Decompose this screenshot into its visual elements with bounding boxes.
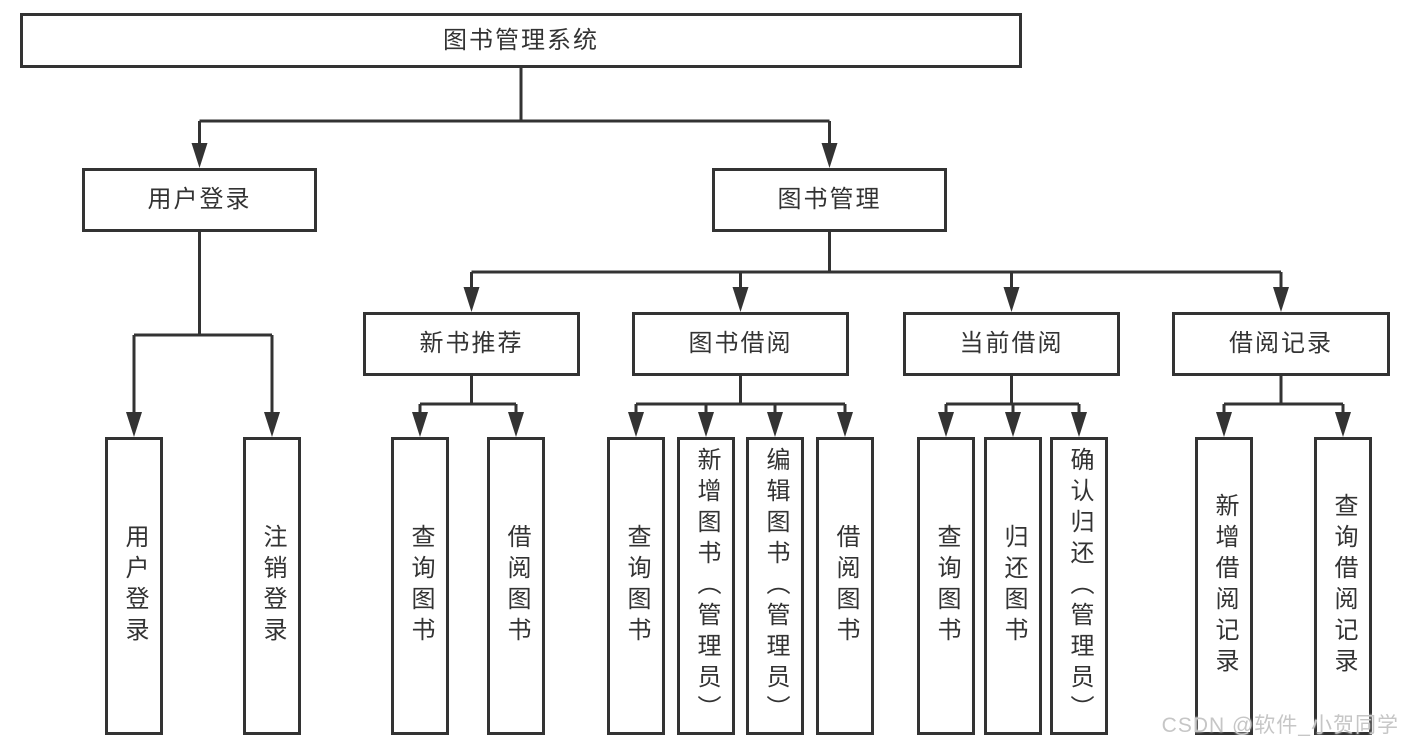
leaf-query-books-recommend: 查询图书	[391, 437, 449, 735]
leaf-label: 归还图书	[1000, 524, 1027, 648]
leaf-label: 借阅图书	[832, 524, 859, 648]
leaf-borrow-books-recommend: 借阅图书	[487, 437, 545, 735]
arrowhead-icons	[126, 143, 1351, 437]
node-user-login-branch: 用户登录	[82, 168, 317, 232]
leaf-label: 查询图书	[933, 524, 960, 648]
node-label: 图书借阅	[688, 330, 793, 357]
connector-lines	[132, 68, 1345, 417]
leaf-label: 查询图书	[407, 524, 434, 648]
node-label: 用户登录	[147, 186, 252, 213]
leaf-label: 借阅图书	[503, 524, 530, 648]
node-root: 图书管理系统	[20, 13, 1022, 68]
leaf-label: 编辑图书（管理员）	[762, 446, 789, 726]
leaf-query-borrow-record: 查询借阅记录	[1314, 437, 1372, 735]
leaf-label: 新增图书（管理员）	[693, 446, 720, 726]
node-label: 借阅记录	[1229, 330, 1333, 357]
node-book-management: 图书管理	[712, 168, 947, 232]
leaf-borrow-books-borrow: 借阅图书	[816, 437, 874, 735]
leaf-add-book-admin: 新增图书（管理员）	[677, 437, 735, 735]
leaf-label: 新增借阅记录	[1211, 493, 1238, 679]
node-label: 图书管理系统	[443, 26, 599, 54]
leaf-label: 注销登录	[259, 524, 286, 648]
leaf-return-book: 归还图书	[984, 437, 1042, 735]
leaf-edit-book-admin: 编辑图书（管理员）	[746, 437, 804, 735]
leaf-user-login: 用户登录	[105, 437, 163, 735]
leaf-label: 查询图书	[623, 524, 650, 648]
leaf-label: 查询借阅记录	[1330, 493, 1357, 679]
node-new-book-recommend: 新书推荐	[363, 312, 580, 376]
node-current-borrow: 当前借阅	[903, 312, 1120, 376]
node-label: 新书推荐	[419, 330, 524, 357]
node-label: 当前借阅	[959, 330, 1064, 357]
leaf-confirm-return-admin: 确认归还（管理员）	[1050, 437, 1108, 735]
node-label: 图书管理	[777, 186, 882, 213]
leaf-query-books-current: 查询图书	[917, 437, 975, 735]
leaf-add-borrow-record: 新增借阅记录	[1195, 437, 1253, 735]
leaf-query-books-borrow: 查询图书	[607, 437, 665, 735]
leaf-label: 用户登录	[121, 524, 148, 648]
leaf-label: 确认归还（管理员）	[1066, 446, 1093, 726]
node-book-borrow: 图书借阅	[632, 312, 849, 376]
watermark-text: CSDN @软件_小贺同学	[1161, 714, 1399, 737]
leaf-logout: 注销登录	[243, 437, 301, 735]
node-borrow-records: 借阅记录	[1172, 312, 1390, 376]
